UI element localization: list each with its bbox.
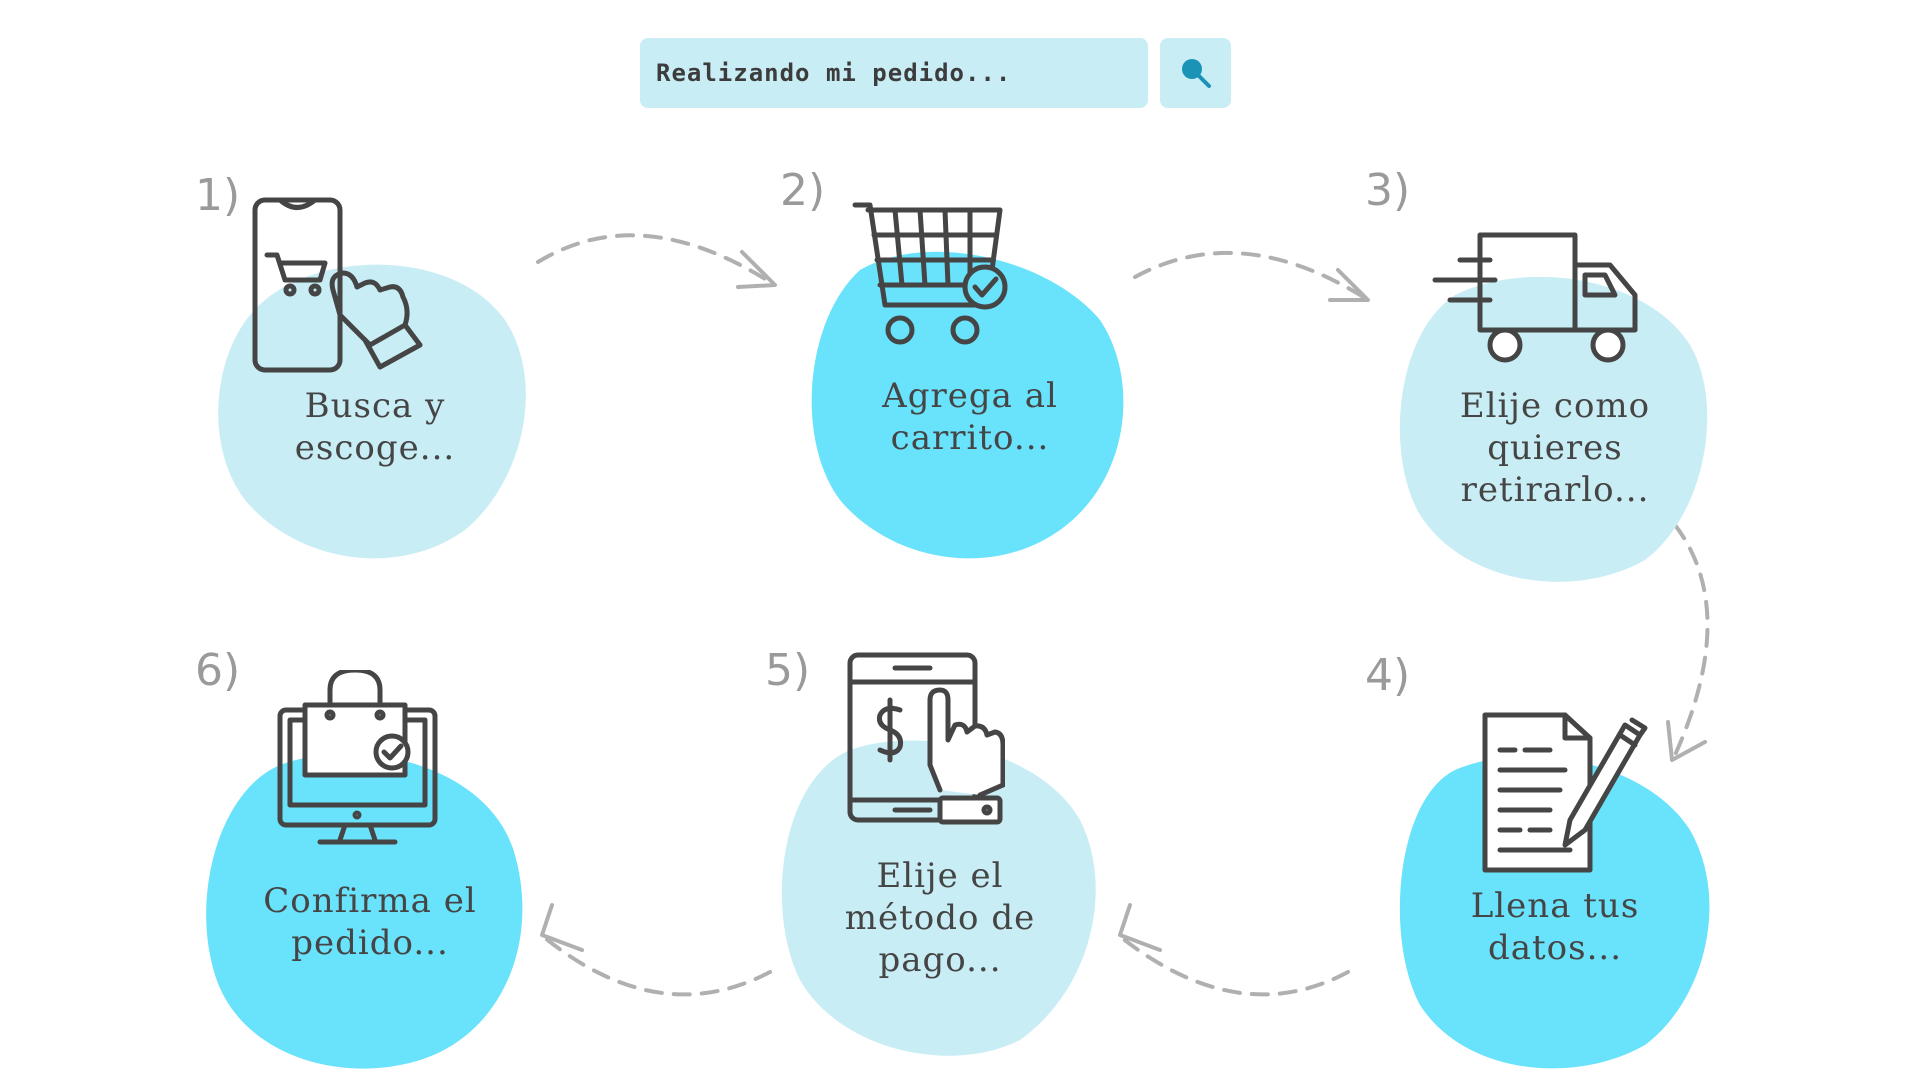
- step-3: 3) Elije como quieres retirarlo...: [1365, 165, 1725, 625]
- step-1: 1) Busca y escoge...: [195, 170, 545, 600]
- tablet-payment-icon: [847, 652, 1005, 825]
- arrow-2-3: [1133, 250, 1367, 300]
- step-5: 5) Elije el método de pago...: [765, 645, 1110, 1080]
- step-6: 6) Confirma el pedido...: [195, 645, 540, 1080]
- monitor-shopping-bag-icon: [277, 670, 438, 845]
- step-6-number: 6): [195, 645, 241, 696]
- arrow-1-2: [536, 233, 772, 284]
- arrow-head-1-2: [736, 250, 777, 289]
- step-1-label: Busca y escoge...: [294, 386, 456, 468]
- step-5-number: 5): [765, 645, 811, 696]
- step-6-blob: [206, 753, 523, 1069]
- arrow-3-4: [1673, 523, 1710, 757]
- step-5-label: Elije el método de pago...: [844, 856, 1036, 980]
- step-2: 2) Agrega al carrito...: [780, 165, 1140, 600]
- step-4-number: 4): [1365, 650, 1411, 701]
- step-4-label: Llena tus datos...: [1470, 886, 1640, 968]
- search-text: Realizando mi pedido...: [656, 59, 1012, 87]
- arrow-head-2-3: [1328, 268, 1370, 302]
- step-3-blob: [1399, 276, 1708, 582]
- arrow-head-4-5: [1118, 903, 1162, 952]
- step-2-number: 2): [780, 165, 826, 216]
- arrow-head-5-6: [540, 903, 584, 952]
- step-3-number: 3): [1365, 165, 1411, 216]
- step-6-label: Confirma el pedido...: [263, 881, 477, 963]
- search-button[interactable]: [1160, 38, 1231, 108]
- phone-cart-tap-icon: [252, 197, 423, 373]
- shopping-cart-check-icon: [852, 202, 1008, 345]
- step-2-label: Agrega al carrito...: [882, 376, 1058, 458]
- delivery-truck-icon: [1432, 232, 1638, 363]
- document-pen-icon: [1482, 712, 1648, 873]
- step-4-blob: [1399, 756, 1710, 1069]
- arrow-head-3-4: [1666, 720, 1707, 762]
- search-input[interactable]: Realizando mi pedido...: [640, 38, 1148, 108]
- step-4: 4) Llena tus datos...: [1365, 650, 1725, 1080]
- step-1-number: 1): [195, 170, 241, 221]
- arrow-4-5: [1120, 936, 1350, 997]
- step-3-label: Elije como quieres retirarlo...: [1459, 386, 1651, 510]
- search-icon: [1181, 59, 1211, 88]
- arrow-5-6: [543, 936, 772, 997]
- step-1-blob: [218, 264, 526, 559]
